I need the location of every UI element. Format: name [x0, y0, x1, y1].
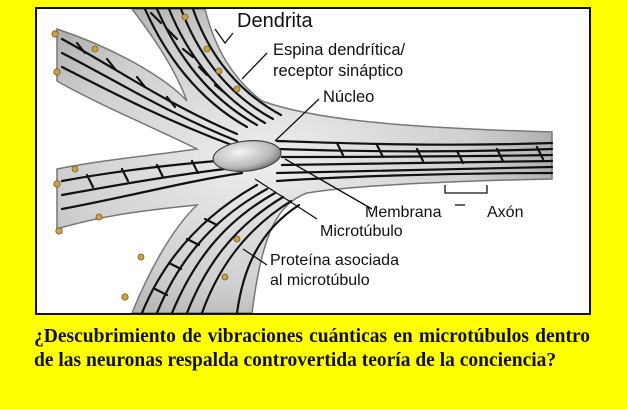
label-nucleus: Núcleo: [323, 88, 375, 106]
diagram-panel: Dendrita Espina dendrítica/ receptor sin…: [35, 7, 591, 315]
label-membrane: Membrana: [365, 204, 442, 221]
label-axon: Axón: [487, 204, 524, 221]
label-dendrite: Dendrita: [237, 10, 313, 32]
label-map-line2: al microtúbulo: [270, 272, 370, 289]
neuron-illustration: [51, 9, 554, 313]
label-map-line1: Proteína asociada: [270, 252, 399, 269]
label-microtubule: Microtúbulo: [320, 223, 403, 240]
neuron-body: [56, 9, 553, 313]
nucleus-shape: [212, 140, 282, 172]
dendritic-spines: [51, 13, 241, 301]
label-spine-line1: Espina dendrítica/: [273, 41, 406, 59]
leader-lines: [214, 28, 488, 266]
label-spine-line2: receptor sináptico: [273, 62, 404, 80]
caption-text: ¿Descubrimiento de vibraciones cuánticas…: [34, 326, 590, 371]
